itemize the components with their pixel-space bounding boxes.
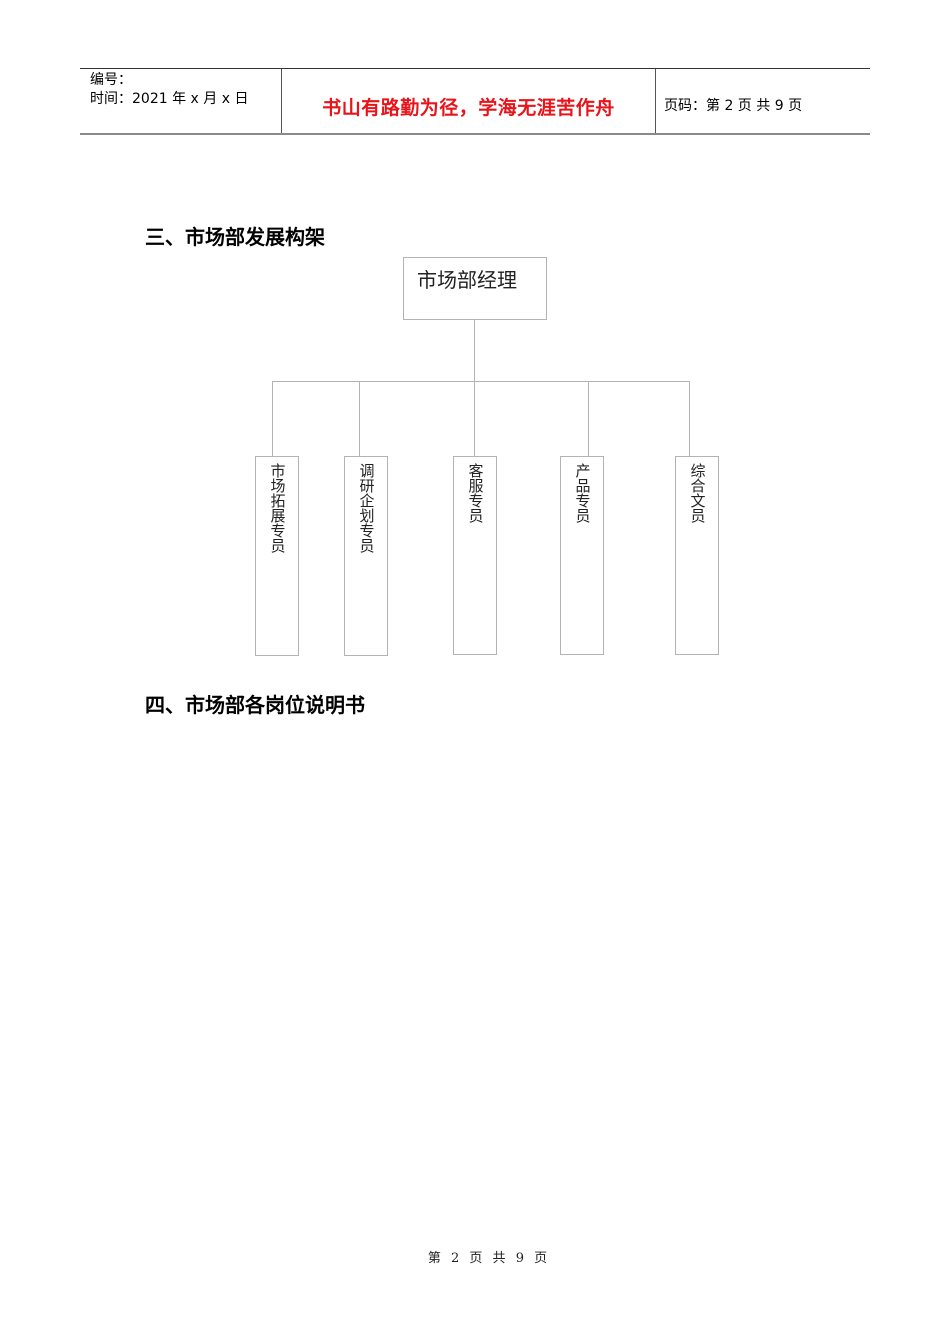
- header-page-info: 页码：第 2 页 共 9 页: [664, 98, 803, 114]
- org-node-label: 产品专员: [573, 463, 592, 523]
- org-node-label: 客服专员: [466, 463, 485, 523]
- connector-line: [588, 381, 589, 456]
- org-node-label: 调研企划专员: [357, 463, 376, 553]
- org-node-label: 综合文员: [688, 463, 707, 523]
- org-node-label: 市场拓展专员: [268, 463, 287, 553]
- document-number-label: 编号：: [90, 72, 132, 88]
- connector-line: [272, 381, 690, 382]
- connector-line: [359, 381, 360, 456]
- org-node-label: 市场部经理: [417, 268, 517, 292]
- connector-line: [272, 381, 273, 456]
- header-page-cell: 页码：第 2 页 共 9 页: [655, 69, 870, 133]
- org-node-research-planning: 调研企划专员: [344, 456, 388, 656]
- connector-line: [474, 320, 475, 381]
- page-footer: 第 2 页 共 9 页: [427, 1251, 551, 1266]
- org-node-customer-service: 客服专员: [453, 456, 497, 655]
- org-node-general-clerk: 综合文员: [675, 456, 719, 655]
- connector-line: [689, 381, 690, 456]
- section-heading-job-descriptions: 四、市场部各岗位说明书: [145, 693, 365, 717]
- section-heading-structure: 三、市场部发展构架: [145, 225, 325, 249]
- header-motto: 书山有路勤为径，学海无涯苦作舟: [322, 97, 615, 119]
- org-node-product: 产品专员: [560, 456, 604, 655]
- document-date-label: 时间：2021 年 x 月 x 日: [90, 91, 249, 107]
- org-node-manager: 市场部经理: [403, 257, 547, 320]
- connector-line: [474, 381, 475, 456]
- header-meta-cell: 编号： 时间：2021 年 x 月 x 日: [80, 69, 281, 133]
- page-header-table: 编号： 时间：2021 年 x 月 x 日 书山有路勤为径，学海无涯苦作舟 页码…: [80, 68, 870, 135]
- header-motto-cell: 书山有路勤为径，学海无涯苦作舟: [281, 69, 656, 133]
- org-node-market-expansion: 市场拓展专员: [255, 456, 299, 656]
